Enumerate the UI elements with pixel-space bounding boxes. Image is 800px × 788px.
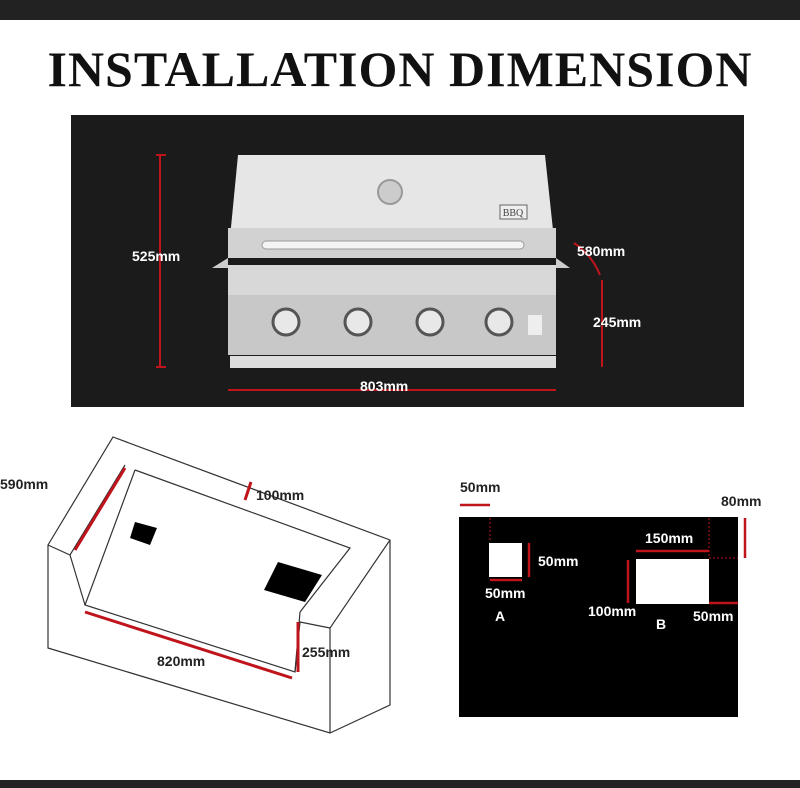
cutout-b-height-label: 100mm xyxy=(588,603,636,619)
grill-illustration: BBQ xyxy=(212,155,570,368)
knob-1 xyxy=(271,307,301,337)
island-dimension-lines xyxy=(73,467,300,680)
cutout-b-name: B xyxy=(656,616,666,632)
island-ledge-label: 255mm xyxy=(302,644,350,660)
cutout-b-offset-right-label: 50mm xyxy=(693,608,733,624)
grill-depth-label: 580mm xyxy=(577,243,625,259)
cutout-a-height-label: 50mm xyxy=(538,553,578,569)
cutout-dimension-lines xyxy=(460,503,747,605)
island-outline xyxy=(47,436,391,734)
grill-front-height-label: 245mm xyxy=(593,314,641,330)
cutout-a xyxy=(489,543,522,577)
knob-4 xyxy=(484,307,514,337)
top-bar xyxy=(0,0,800,20)
cutout-a-hole xyxy=(130,522,157,545)
grill-logo: BBQ xyxy=(503,208,524,219)
cutout-b xyxy=(636,559,709,604)
cutout-a-name: A xyxy=(495,608,505,624)
grill-height-label: 525mm xyxy=(132,248,180,264)
grill-dimension-lines xyxy=(156,154,603,391)
knob-3 xyxy=(415,307,445,337)
cutout-b-width-label: 150mm xyxy=(645,530,693,546)
island-width-label: 820mm xyxy=(157,653,205,669)
island-lip-label: 100mm xyxy=(256,487,304,503)
bottom-bar xyxy=(0,780,800,788)
grill-width-label: 803mm xyxy=(360,378,408,394)
cutout-b-hole xyxy=(264,562,322,602)
cutout-a-width-label: 50mm xyxy=(485,585,525,601)
knob-2 xyxy=(343,307,373,337)
page-title: INSTALLATION DIMENSION xyxy=(47,41,753,97)
cutout-b-offset-top-label: 80mm xyxy=(721,493,761,509)
island-depth-label: 590mm xyxy=(0,476,48,492)
cutout-a-offset-label: 50mm xyxy=(460,479,500,495)
